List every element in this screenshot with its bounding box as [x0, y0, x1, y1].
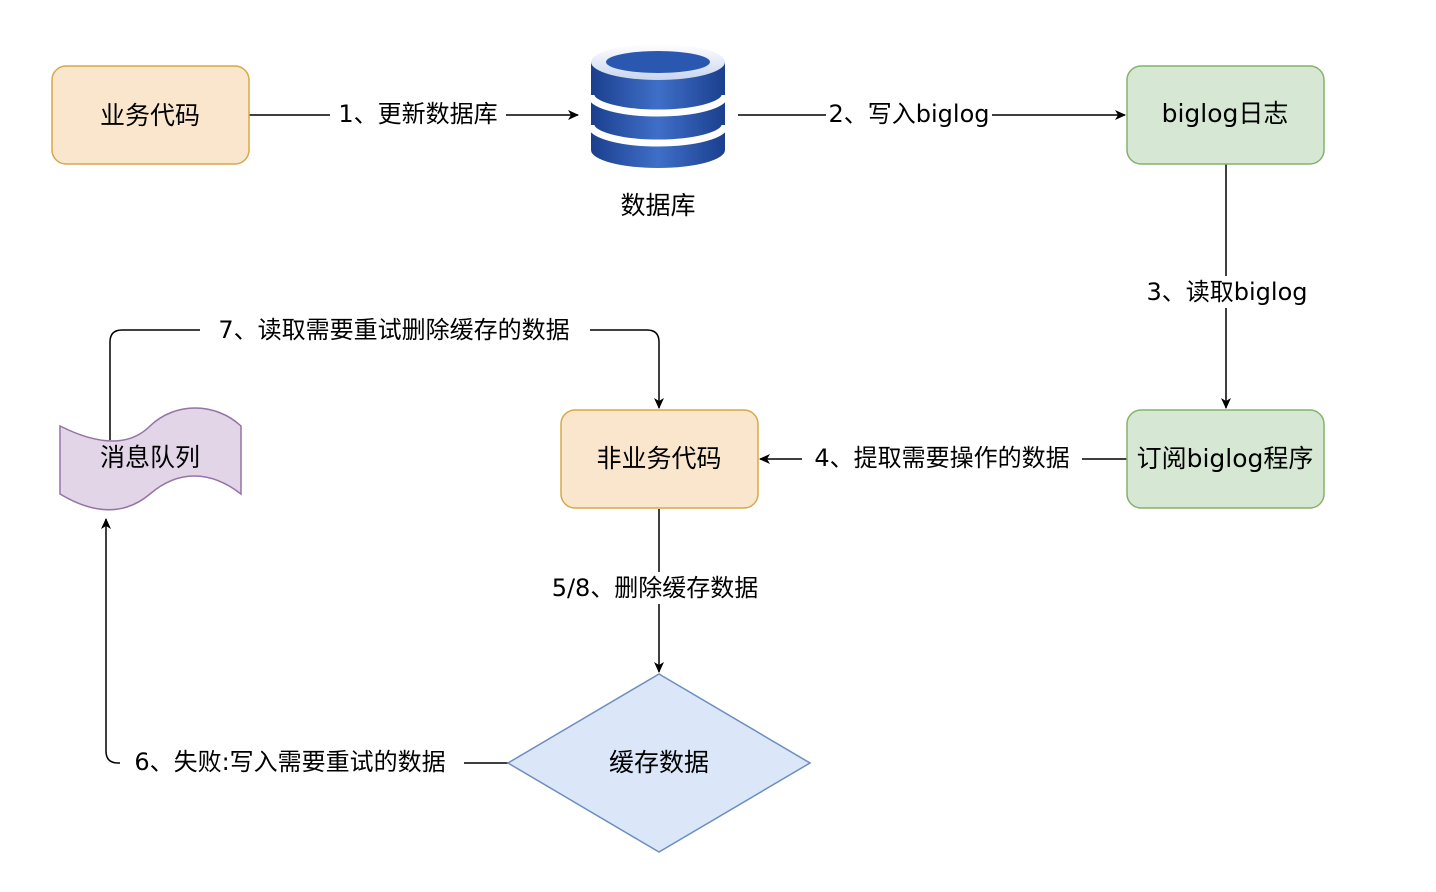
- node-non-business-code[interactable]: 非业务代码: [560, 409, 759, 509]
- node-cache[interactable]: 缓存数据: [506, 673, 812, 853]
- edge-label-read-retry: 7、读取需要重试删除缓存的数据: [218, 316, 569, 344]
- node-subscriber-label: 订阅biglog程序: [1137, 444, 1314, 473]
- edge-label-update-db: 1、更新数据库: [338, 100, 497, 128]
- edge-label-write-biglog: 2、写入biglog: [829, 100, 990, 128]
- edge-label-read-biglog: 3、读取biglog: [1147, 278, 1308, 306]
- edge-cache-to-queue: [101, 518, 509, 764]
- node-business-code[interactable]: 业务代码: [51, 65, 250, 165]
- node-non-business-code-label: 非业务代码: [596, 444, 721, 473]
- node-message-queue-label: 消息队列: [100, 443, 200, 472]
- node-database-label: 数据库: [620, 191, 695, 220]
- node-business-code-label: 业务代码: [100, 101, 200, 130]
- edge-label-write-retry: 6、失败:写入需要重试的数据: [134, 748, 445, 776]
- node-cache-label: 缓存数据: [609, 748, 709, 777]
- node-biglog-log-label: biglog日志: [1162, 99, 1289, 128]
- node-database[interactable]: 数据库: [587, 44, 729, 220]
- node-subscriber[interactable]: 订阅biglog程序: [1126, 409, 1325, 509]
- edge-label-extract-data: 4、提取需要操作的数据: [814, 444, 1069, 472]
- node-message-queue[interactable]: 消息队列: [59, 407, 242, 511]
- node-biglog-log[interactable]: biglog日志: [1126, 65, 1325, 165]
- edge-label-delete-cache: 5/8、删除缓存数据: [552, 574, 759, 602]
- database-icon: [587, 44, 729, 168]
